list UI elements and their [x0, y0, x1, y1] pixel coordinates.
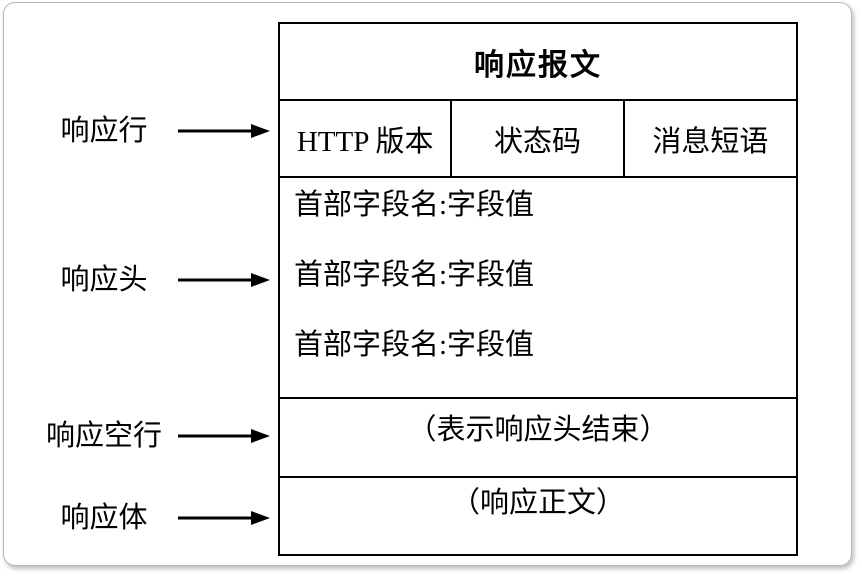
- blank-line-row: （表示响应头结束）: [280, 397, 796, 476]
- annotation-response-body: 响应体: [34, 500, 274, 536]
- status-line-row: HTTP 版本 状态码 消息短语: [280, 99, 796, 176]
- arrow-right-icon: [178, 124, 270, 138]
- header-field-line: 首部字段名:字段值: [294, 329, 535, 361]
- body-row: （响应正文）: [280, 476, 796, 554]
- annotation-response-line: 响应行: [34, 113, 274, 149]
- response-message-table: 响应报文 HTTP 版本 状态码 消息短语 首部字段名:字段值 首部字段名:字段…: [278, 22, 798, 556]
- label-response-headers: 响应头: [60, 264, 148, 296]
- cell-reason-phrase: 消息短语: [622, 101, 796, 176]
- annotation-response-blank-line: 响应空行: [34, 418, 274, 454]
- table-title-row: 响应报文: [280, 24, 796, 99]
- arrow-right-icon: [178, 429, 270, 443]
- body-text: （响应正文）: [450, 487, 625, 519]
- headers-block: 首部字段名:字段值 首部字段名:字段值 首部字段名:字段值: [280, 176, 796, 397]
- label-response-body: 响应体: [60, 502, 148, 534]
- label-response-blank-line: 响应空行: [45, 420, 162, 452]
- blank-line-text: （表示响应头结束）: [407, 414, 669, 446]
- header-field-line: 首部字段名:字段值: [294, 189, 535, 221]
- arrow-right-icon: [178, 273, 270, 287]
- annotation-response-headers: 响应头: [34, 262, 274, 298]
- diagram-card: 响应行 响应头 响应空行 响应体: [3, 2, 852, 566]
- cell-http-version: HTTP 版本: [296, 125, 434, 158]
- table-title: 响应报文: [474, 48, 602, 82]
- cell-status-code: 状态码: [450, 101, 622, 176]
- header-field-line: 首部字段名:字段值: [294, 259, 535, 291]
- arrow-right-icon: [178, 511, 270, 525]
- label-response-line: 响应行: [60, 115, 148, 147]
